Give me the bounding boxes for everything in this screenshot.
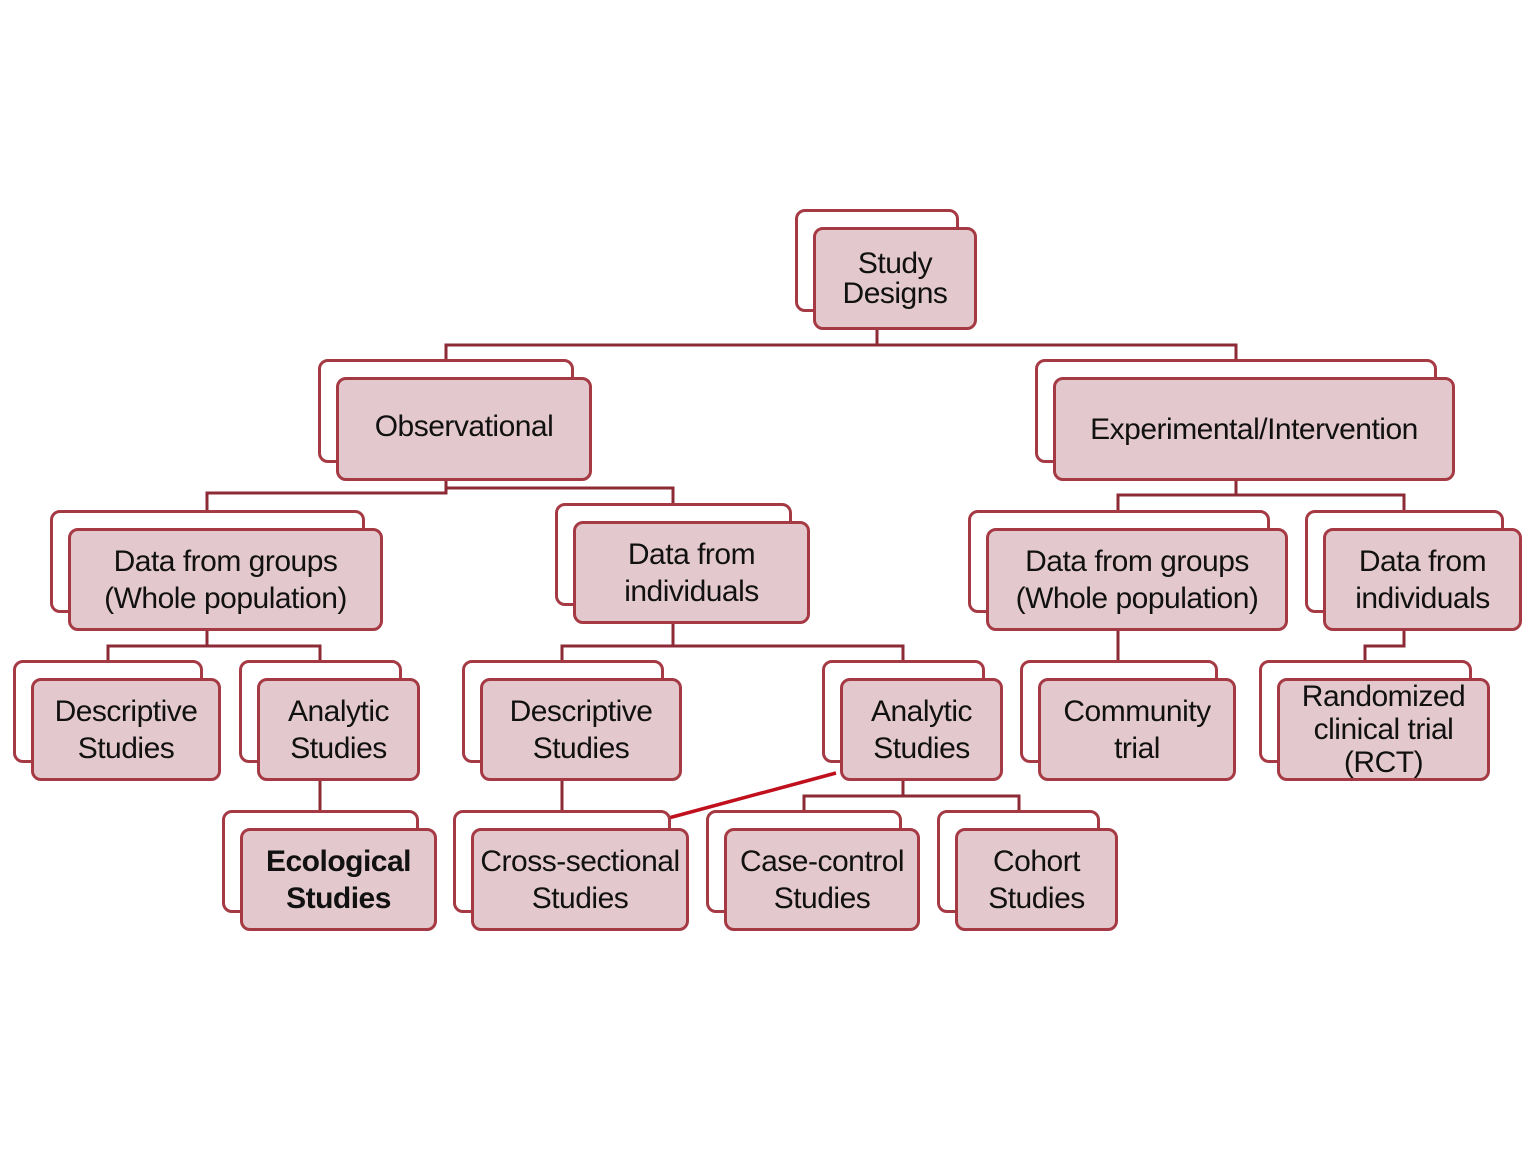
node-line: Studies (988, 881, 1085, 915)
node-label: Case-control Studies (724, 828, 920, 931)
node-label: Community trial (1038, 678, 1236, 781)
node-line: Case-control (739, 844, 905, 878)
node-label: Randomized clinical trial (RCT) (1277, 678, 1490, 781)
node-line: Studies (77, 731, 175, 765)
node-line: Data from (627, 537, 756, 571)
highlight-line (649, 771, 837, 825)
node-line: Cohort (992, 844, 1081, 878)
node-line: clinical trial (1313, 713, 1454, 746)
node-line: Randomized (1301, 680, 1466, 713)
node-label: Data from individuals (573, 521, 810, 624)
node-line: Ecological (265, 844, 412, 878)
connector-obs-groups (106, 630, 322, 660)
node-line: Analytic (287, 694, 390, 728)
node-line: Studies (531, 881, 629, 915)
connector-exp-individuals (1363, 630, 1406, 660)
node-line: Studies (873, 731, 970, 765)
node-label: Cross-sectional Studies (471, 828, 689, 931)
node-line: individuals (624, 574, 759, 608)
node-label: Observational (336, 377, 592, 481)
node-line: individuals (1355, 581, 1490, 615)
node-label: Experimental/Intervention (1053, 377, 1455, 481)
node-line: Experimental/Intervention (1090, 412, 1418, 446)
connector-observational (205, 480, 675, 510)
node-line: Studies (773, 881, 871, 915)
node-line: Observational (374, 409, 554, 443)
node-label: Data from groups (Whole population) (68, 528, 383, 631)
node-line: Designs (842, 276, 948, 310)
node-label: Ecological Studies (240, 828, 437, 931)
connector-root (444, 330, 1238, 360)
node-line: (Whole population) (104, 581, 347, 615)
node-line: Data from groups (113, 544, 338, 578)
node-label: Descriptive Studies (480, 678, 682, 781)
node-line: trial (1114, 731, 1160, 765)
node-label: Cohort Studies (955, 828, 1118, 931)
node-label: Data from groups (Whole population) (986, 528, 1288, 631)
node-label: Analytic Studies (257, 678, 420, 781)
node-label: Study Designs (813, 227, 977, 330)
node-line: Data from (1358, 544, 1487, 578)
node-line: (RCT) (1343, 746, 1424, 779)
node-line: Studies (532, 731, 630, 765)
node-line: Cross-sectional (480, 844, 680, 878)
node-label: Data from individuals (1323, 528, 1522, 631)
node-label: Analytic Studies (840, 678, 1003, 781)
node-line: Study (857, 246, 933, 280)
node-label: Descriptive Studies (31, 678, 221, 781)
node-line: Descriptive (54, 694, 198, 728)
connector-analytic-individuals (802, 780, 1021, 810)
node-line: Analytic (870, 694, 973, 728)
connector-obs-individuals (560, 623, 905, 660)
node-line: (Whole population) (1015, 581, 1259, 615)
connector-experimental (1116, 480, 1406, 510)
node-line: Studies (286, 881, 391, 915)
node-line: Community (1063, 694, 1211, 728)
node-line: Data from groups (1025, 544, 1249, 578)
node-line: Studies (290, 731, 387, 765)
node-line: Descriptive (509, 694, 653, 728)
